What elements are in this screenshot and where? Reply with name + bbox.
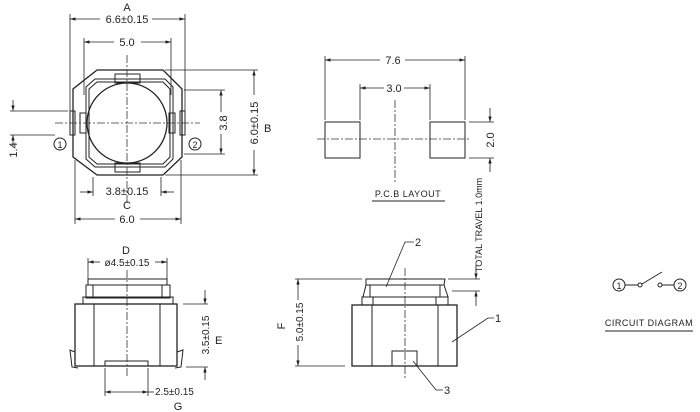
circuit-diagram-title: CIRCUIT DIAGRAM xyxy=(605,318,693,328)
circuit-diagram: 1 2 CIRCUIT DIAGRAM xyxy=(605,271,693,332)
pcb-layout: 7.6 3.0 2.0 P.C.B LAYOUT xyxy=(317,55,497,202)
circuit-pin1-label: 1 xyxy=(616,281,621,291)
cap-top xyxy=(87,278,168,286)
circuit-pin2 xyxy=(673,278,687,292)
callout-2: 2 xyxy=(415,237,421,249)
callout-1-leader xyxy=(451,317,494,343)
callout-3: 3 xyxy=(444,385,450,397)
label-b: B xyxy=(264,123,271,135)
dim-total: 7.6 xyxy=(385,55,400,67)
travel-note: TOTAL TRAVEL 1.0mm xyxy=(474,178,484,272)
label-d: D xyxy=(122,245,130,257)
pin1-label: 1 xyxy=(57,140,62,150)
label-e: E xyxy=(215,335,222,347)
switch-body-outline xyxy=(72,69,183,176)
stem-slot xyxy=(391,350,418,367)
dim-body-width: 6.0 xyxy=(119,214,134,226)
circuit-pin2-label: 2 xyxy=(677,281,682,291)
front-view: TOTAL TRAVEL 1.0mm 5.0±0.15 F 2 1 3 xyxy=(276,178,501,397)
label-g: G xyxy=(174,401,183,412)
pin1-marker xyxy=(53,137,67,151)
dim-body-height: 3.5±0.15 xyxy=(201,315,212,354)
callout-2-leader xyxy=(385,241,414,288)
dim-total-height: 5.0±0.15 xyxy=(295,302,306,341)
terminal-right xyxy=(174,349,184,369)
dim-height-outer: 6.0±0.15 xyxy=(249,102,261,145)
front-body xyxy=(351,304,458,367)
dim-pad-height: 2.0 xyxy=(485,132,497,147)
switch-frame xyxy=(85,78,174,168)
pcb-layout-title: P.C.B LAYOUT xyxy=(375,189,441,199)
callout-3-leader xyxy=(412,360,443,391)
switch-lever xyxy=(641,271,663,285)
pad-left xyxy=(324,121,361,159)
dim-bottom: 2.5±0.15 xyxy=(155,387,194,398)
actuator-top xyxy=(365,278,446,286)
side-body xyxy=(74,303,178,367)
dim-cap-diameter: ø4.5±0.15 xyxy=(105,258,150,269)
label-c: C xyxy=(123,200,131,212)
pin2-marker xyxy=(188,137,202,151)
dim-width-inner: 5.0 xyxy=(119,37,134,49)
label-f: F xyxy=(276,322,288,329)
side-view: D ø4.5±0.15 3.5±0.15 E 2.5±0.15 G xyxy=(69,245,222,412)
dim-tab-spacing: 1.4 xyxy=(8,142,20,157)
dim-width-outer: 6.6±0.15 xyxy=(106,14,149,26)
pin2-label: 2 xyxy=(192,140,197,150)
label-a: A xyxy=(123,2,131,14)
dim-height-inner: 3.8 xyxy=(218,115,230,130)
pad-right xyxy=(429,121,466,159)
terminal-left xyxy=(69,349,79,369)
callout-1: 1 xyxy=(495,313,501,325)
dim-bottom-tab: 3.8±0.15 xyxy=(106,186,149,198)
dim-gap: 3.0 xyxy=(386,83,401,95)
top-view: A 6.6±0.15 5.0 1.4 1 2 xyxy=(8,2,271,226)
